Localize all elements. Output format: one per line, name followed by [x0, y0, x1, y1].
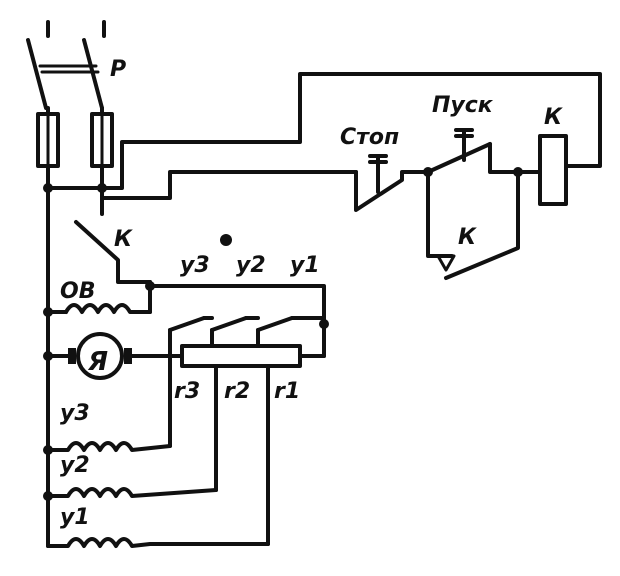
- main-switch-label: Р: [110, 57, 126, 82]
- contact-y1-label: у1: [290, 253, 320, 278]
- resistor-r1-label: r1: [274, 379, 300, 404]
- start-button-label: Пуск: [432, 93, 494, 118]
- contactor-coil: [516, 134, 568, 206]
- holding-contact-label: К: [458, 225, 477, 250]
- stop-button-label: Стоп: [340, 125, 399, 150]
- armature-label: Я: [87, 347, 108, 377]
- acceleration-contacts: [168, 234, 326, 448]
- fuse-right: [90, 106, 114, 168]
- main-contact-label: К: [114, 227, 133, 252]
- coil-y3-label: у3: [60, 401, 90, 426]
- coil-y1-label: у1: [60, 505, 90, 530]
- start-button: [423, 128, 523, 177]
- coil-y2-label: у2: [60, 453, 90, 478]
- starting-resistor: [180, 319, 329, 368]
- armature: [46, 332, 182, 380]
- control-circuit-wires: [46, 72, 602, 216]
- field-winding: [46, 280, 326, 324]
- field-winding-label: ОВ: [60, 279, 95, 304]
- relay-coil-y2: [46, 487, 218, 498]
- main-switch: [26, 38, 104, 110]
- resistor-r2-label: r2: [224, 379, 250, 404]
- resistor-r3-label: r3: [174, 379, 200, 404]
- resistor-taps: [214, 364, 270, 546]
- relay-coil-y1: [46, 537, 270, 548]
- supply-terminals: [46, 20, 106, 38]
- stop-button: [354, 154, 430, 212]
- holding-contact: [426, 170, 520, 280]
- fuse-left: [36, 106, 60, 168]
- relay-coil-y3: [46, 441, 172, 452]
- contact-y2-label: у2: [236, 253, 266, 278]
- contact-y3-label: у3: [180, 253, 210, 278]
- main-contact: [74, 220, 152, 284]
- contactor-coil-label: К: [544, 105, 563, 130]
